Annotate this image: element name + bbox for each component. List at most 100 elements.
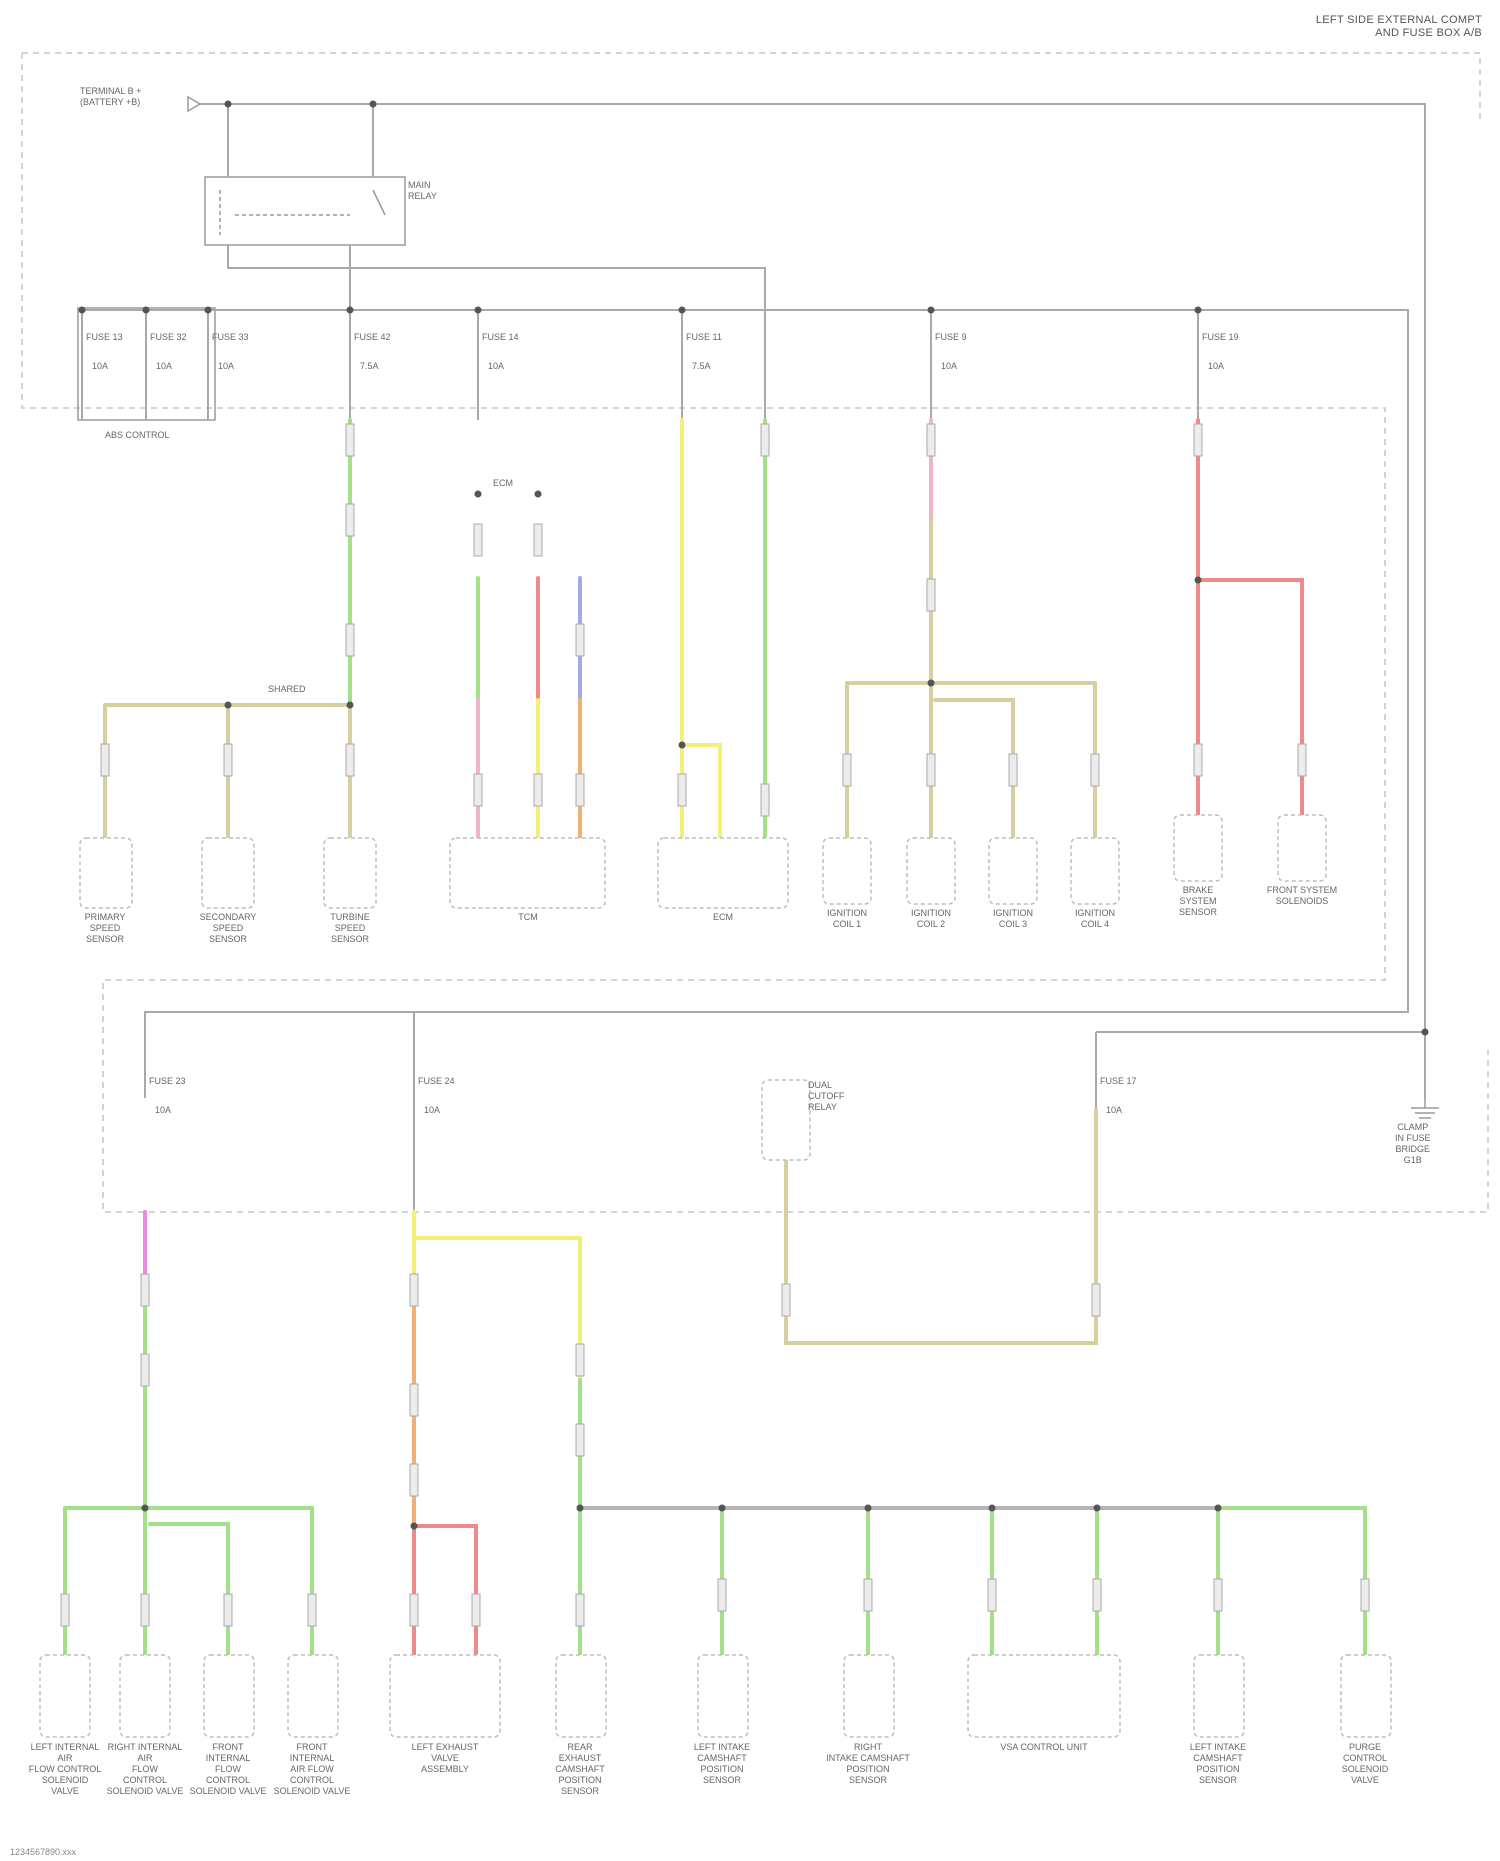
component-label-line: FLOW CONTROL: [19, 1764, 111, 1775]
component-label-1: SECONDARYSPEEDSENSOR: [183, 912, 273, 945]
junction-dot-17: [142, 1505, 149, 1512]
source-label: TERMINAL B + (BATTERY +B): [80, 86, 141, 108]
dual-cutoff-relay-line-3: RELAY: [808, 1102, 844, 1113]
component-label-line: CAMSHAFT: [536, 1764, 624, 1775]
component-label-line: POSITION: [672, 1764, 772, 1775]
ground-label-line-3: BRIDGE: [1395, 1144, 1431, 1155]
component-label-line: CAMSHAFT: [672, 1753, 772, 1764]
junction-dot-24: [1215, 1505, 1222, 1512]
junction-dot-0: [225, 101, 232, 108]
component-label-line: VALVE: [19, 1786, 111, 1797]
junction-dot-19: [577, 1505, 584, 1512]
fuse-box-label: ABS CONTROL: [105, 430, 170, 441]
wire-exhaust-valve-red-2: [414, 1526, 476, 1655]
dual-cutoff-relay-label: DUAL CUTOFF RELAY: [808, 1080, 844, 1113]
junction-dot-9: [1195, 307, 1202, 314]
component-label-line: SECONDARY: [183, 912, 273, 923]
fuse-name: FUSE 24: [418, 1076, 455, 1087]
component-label-line: COIL 4: [1060, 919, 1130, 930]
connector-0: [346, 424, 354, 456]
connector-5: [346, 744, 354, 776]
fuse-label-fuse-17: FUSE 1710A: [1100, 1076, 1137, 1116]
connector-37: [576, 1594, 584, 1626]
junction-dot-10: [225, 702, 232, 709]
fuse-name: FUSE 13: [86, 332, 123, 343]
component-label-line: IGNITION: [1060, 908, 1130, 919]
fuse-label-fuse-33: FUSE 33 10A: [212, 332, 249, 372]
connector-42: [1214, 1579, 1222, 1611]
junction-dot-14: [679, 742, 686, 749]
junction-dot-15: [928, 680, 935, 687]
connector-44: [782, 1284, 790, 1316]
fuse-amp: 7.5A: [360, 361, 391, 372]
ground-label-line-1: CLAMP: [1395, 1122, 1431, 1133]
component-label-4: ECM: [683, 912, 763, 923]
right-internal-afc-valve-box: [120, 1655, 170, 1737]
component-label-line: VSA CONTROL UNIT: [968, 1742, 1120, 1753]
fuse-amp: 10A: [218, 361, 249, 372]
connector-22: [1194, 744, 1202, 776]
connector-26: [410, 1274, 418, 1306]
connector-7: [534, 524, 542, 556]
component-label-line: REAR: [536, 1742, 624, 1753]
connector-32: [141, 1594, 149, 1626]
component-label-line: ECM: [683, 912, 763, 923]
junction-dot-20: [719, 1505, 726, 1512]
connector-39: [864, 1579, 872, 1611]
component-label-line: SOLENOID VALVE: [273, 1786, 351, 1797]
component-label-line: SENSOR: [310, 934, 390, 945]
component-label-line: RIGHT INTERNAL: [106, 1742, 184, 1753]
left-exhaust-valve-assembly-box: [390, 1655, 500, 1737]
connector-43: [1361, 1579, 1369, 1611]
upper-fuse-box-boundary: [22, 53, 1480, 120]
connector-18: [927, 754, 935, 786]
ignition-coil-3-box: [989, 838, 1037, 904]
component-label-line: TURBINE: [310, 912, 390, 923]
fuse-amp: 10A: [156, 361, 187, 372]
connector-14: [761, 784, 769, 816]
junction-dot-23: [1094, 1505, 1101, 1512]
component-label-line: POSITION: [812, 1764, 924, 1775]
component-label-line: CONTROL: [273, 1775, 351, 1786]
junction-dot-12: [475, 491, 482, 498]
component-label-line: AIR FLOW: [273, 1764, 351, 1775]
connector-21: [1194, 424, 1202, 456]
component-label-line: SENSOR: [812, 1775, 924, 1786]
fuse-amp: 10A: [424, 1105, 455, 1116]
connector-40: [988, 1579, 996, 1611]
ecm-box: [658, 838, 788, 908]
component-label-line: CONTROL: [189, 1775, 267, 1786]
tcm-box: [450, 838, 605, 908]
left-internal-afc-valve-box: [40, 1655, 90, 1737]
component-label-line: IGNITION: [896, 908, 966, 919]
wire-fuse24-yellow-branch: [414, 1238, 580, 1380]
component-label-line: SENSOR: [1158, 907, 1238, 918]
junction-dot-21: [865, 1505, 872, 1512]
connector-1: [346, 504, 354, 536]
component-label-line: POSITION: [1168, 1764, 1268, 1775]
fuse-name: FUSE 33: [212, 332, 249, 343]
left-intake-cam-sensor-2-box: [1194, 1655, 1244, 1737]
component-label-line: TCM: [488, 912, 568, 923]
junction-dot-16: [1195, 577, 1202, 584]
fuse-name: FUSE 17: [1100, 1076, 1137, 1087]
junction-dot-8: [928, 307, 935, 314]
source-label-line-1: TERMINAL B +: [80, 86, 141, 97]
fuse-amp: 10A: [92, 361, 123, 372]
component-label-line: COIL 1: [812, 919, 882, 930]
connector-4: [224, 744, 232, 776]
component-label-line: FLOW: [106, 1764, 184, 1775]
component-label-line: INTERNAL: [189, 1753, 267, 1764]
ground-label: CLAMP IN FUSE BRIDGE G1B: [1395, 1122, 1431, 1166]
wire-coil-3: [935, 700, 1013, 838]
ignition-coil-2-box: [907, 838, 955, 904]
component-label-line: EXHAUST: [536, 1753, 624, 1764]
component-label-line: CONTROL: [106, 1775, 184, 1786]
relay-box: [205, 177, 405, 245]
